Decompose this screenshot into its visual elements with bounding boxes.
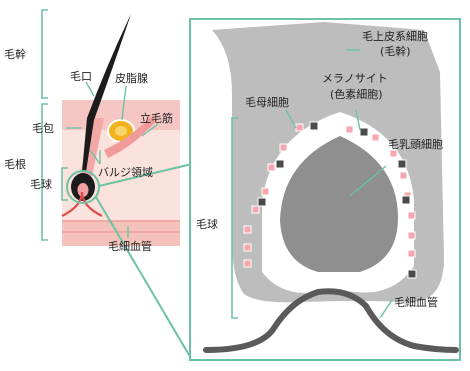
label-hair-bulb-left: 毛球 xyxy=(30,178,52,191)
label-melanocyte: メラノサイト xyxy=(322,72,388,85)
label-outer-root-sheath-sub: (毛幹) xyxy=(380,45,411,58)
label-capillary-right: 毛細血管 xyxy=(394,296,438,309)
label-bulge-region: バルジ領域 xyxy=(98,166,153,179)
label-capillary-left: 毛細血管 xyxy=(108,240,152,253)
label-melanocyte-sub: (色素細胞) xyxy=(330,88,383,101)
bracket-shaft xyxy=(42,10,48,98)
label-pore: 毛口 xyxy=(70,70,92,83)
label-hair-shaft: 毛幹 xyxy=(4,48,26,61)
label-hair-bulb-right: 毛球 xyxy=(196,218,218,231)
label-arrector-pili: 立毛筋 xyxy=(140,112,173,125)
left-overview xyxy=(42,10,192,360)
label-hair-follicle: 毛包 xyxy=(32,122,54,135)
label-hair-root: 毛根 xyxy=(4,158,26,171)
label-matrix-cell: 毛母細胞 xyxy=(245,96,289,109)
label-dermal-papilla: 毛乳頭細胞 xyxy=(388,138,443,151)
label-outer-root-sheath: 毛上皮系細胞 xyxy=(362,30,428,43)
label-sebaceous-gland: 皮脂腺 xyxy=(115,72,148,85)
